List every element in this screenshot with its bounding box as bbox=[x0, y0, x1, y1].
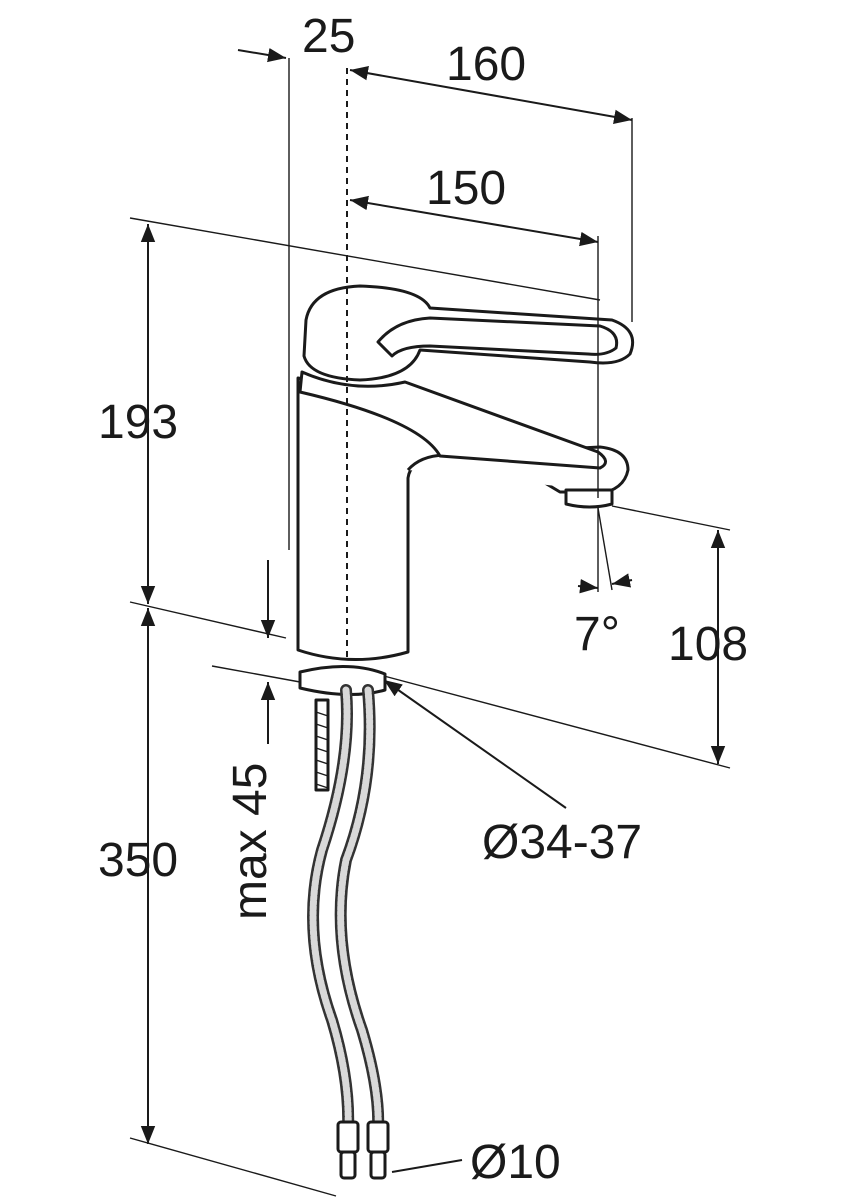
dim-350: 350 bbox=[98, 834, 178, 887]
dim-108: 108 bbox=[668, 618, 748, 671]
lever-loop-opening bbox=[376, 316, 619, 358]
dim-hose-diameter: Ø10 bbox=[470, 1136, 561, 1189]
dimension-lines bbox=[129, 47, 731, 1197]
dim-hole-diameter: Ø34-37 bbox=[482, 816, 642, 869]
faucet-illustration bbox=[296, 68, 635, 1180]
hose-right-braid bbox=[337, 686, 382, 1134]
hose-connector-left bbox=[336, 1120, 360, 1154]
hose-connector-right bbox=[366, 1120, 390, 1154]
dim-150: 150 bbox=[426, 162, 506, 215]
thread-lines bbox=[315, 711, 329, 789]
hose-left-braid bbox=[309, 686, 352, 1134]
hose-tip-left bbox=[339, 1150, 357, 1180]
dim-160: 160 bbox=[446, 38, 526, 91]
dim-max-45: max 45 bbox=[224, 763, 277, 920]
dim-25: 25 bbox=[302, 10, 355, 63]
dim-7-degree: 7° bbox=[574, 608, 620, 661]
dim-193: 193 bbox=[98, 396, 178, 449]
body-top-ring bbox=[298, 370, 607, 470]
aerator bbox=[564, 488, 614, 509]
hose-tip-right bbox=[369, 1150, 387, 1180]
dimension-labels: 25 160 150 193 7° 108 max 45 Ø34-37 350 … bbox=[98, 10, 748, 1189]
